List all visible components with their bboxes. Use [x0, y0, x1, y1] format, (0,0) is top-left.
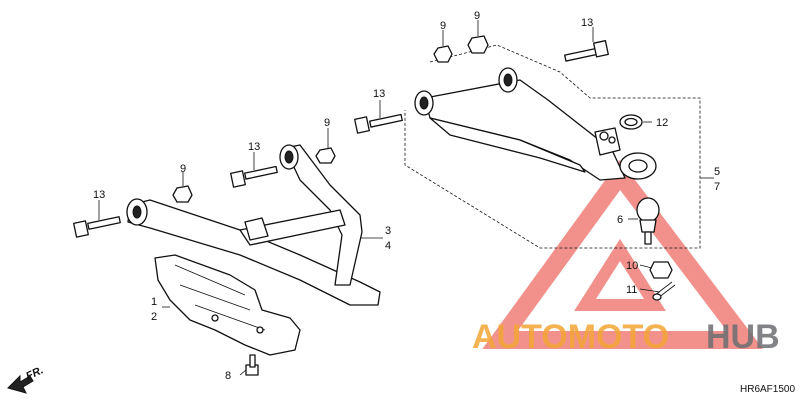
- callout-10: 10: [626, 260, 638, 272]
- lower-arm: [126, 144, 381, 306]
- callout-4: 4: [385, 240, 391, 252]
- callout-13-lower: 13: [93, 189, 105, 201]
- watermark-part2: HUB: [706, 318, 780, 356]
- callout-13-upper: 13: [373, 88, 385, 100]
- callout-9-d: 9: [180, 163, 186, 175]
- upper-arm-boundary: [404, 44, 701, 249]
- callout-13-mid: 13: [248, 141, 260, 153]
- ball-joint: [636, 197, 660, 245]
- callout-9-c: 9: [324, 117, 330, 129]
- diagram-code: HR6AF1500: [740, 384, 795, 395]
- callout-13-top: 13: [581, 17, 593, 29]
- castle-nut: [649, 261, 673, 279]
- upper-arm: [414, 67, 657, 181]
- skid-plate: [154, 254, 301, 356]
- callout-9-b: 9: [474, 10, 480, 22]
- front-direction-indicator: FR.: [7, 364, 45, 394]
- washer: [619, 114, 643, 130]
- direction-label: FR.: [24, 364, 45, 382]
- flange-bolts: [73, 40, 609, 238]
- callout-6: 6: [617, 214, 623, 226]
- watermark-text: AUTOMOTO HUB: [472, 318, 780, 356]
- callout-labels: 13 13 13 13 9 9 9 9 12 5 7 6 10 11 3 4 1…: [93, 10, 720, 382]
- leader-lines: [98, 20, 714, 376]
- callout-1: 1: [151, 296, 157, 308]
- flange-nuts: [172, 35, 489, 203]
- callout-12: 12: [656, 117, 668, 129]
- watermark-part1: AUTOMOTO: [472, 318, 669, 356]
- cotter-pin: [652, 281, 676, 301]
- callout-3: 3: [385, 225, 391, 237]
- front-arrow-icon: [7, 374, 34, 394]
- callout-9-a: 9: [440, 20, 446, 32]
- watermark-logo: [482, 159, 764, 349]
- callout-8: 8: [225, 370, 231, 382]
- callout-11: 11: [626, 284, 637, 296]
- skid-bolt: [245, 354, 259, 376]
- callout-2: 2: [151, 311, 157, 323]
- callout-7: 7: [714, 181, 720, 193]
- callout-5: 5: [714, 166, 720, 178]
